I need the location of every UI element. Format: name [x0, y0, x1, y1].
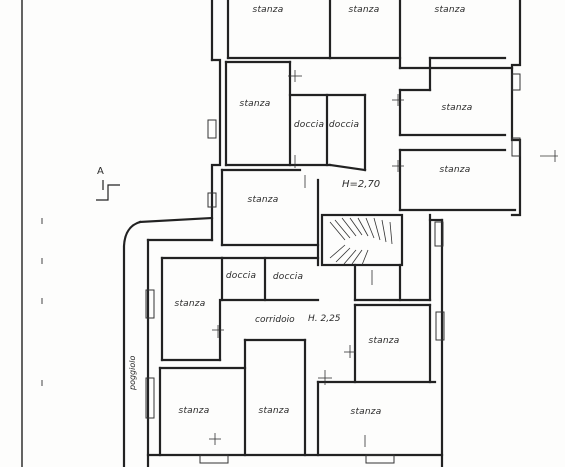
room-label: stanza — [174, 299, 206, 309]
room-label: stanza — [350, 407, 382, 417]
section-marker-arrow — [96, 180, 120, 201]
wall — [138, 216, 214, 224]
room-label: stanza — [252, 5, 284, 15]
corridor-label: corridoio — [255, 315, 295, 325]
height-annotation-lower: H. 2,25 — [308, 314, 341, 324]
upper-wing-west-wall-lower — [210, 58, 222, 242]
room-label: stanza — [439, 165, 471, 175]
room-label: stanza — [348, 5, 380, 15]
room-label: stanza — [247, 195, 279, 205]
balcony-label: poggiolo — [128, 355, 137, 390]
room-label: stanza — [258, 406, 290, 416]
lower-wing-west-wall-curve — [122, 220, 142, 467]
height-annotation-upper: H=2,70 — [342, 179, 381, 190]
room-label: stanza — [434, 5, 466, 15]
room-label: stanza — [178, 406, 210, 416]
room-label: stanza — [239, 99, 271, 109]
wall — [328, 163, 367, 172]
room-label: doccia — [272, 272, 304, 282]
stair-treads — [329, 217, 393, 266]
room-label: stanza — [441, 103, 473, 113]
upper-wing-east-wall — [510, 0, 522, 217]
door-marks — [209, 70, 558, 447]
room-label: stanza — [368, 336, 400, 346]
section-marker-label: A — [97, 166, 104, 177]
room-label: doccia — [293, 120, 325, 130]
room-label: doccia — [225, 271, 257, 281]
window-marks — [145, 73, 521, 464]
room-label: doccia — [328, 120, 360, 130]
